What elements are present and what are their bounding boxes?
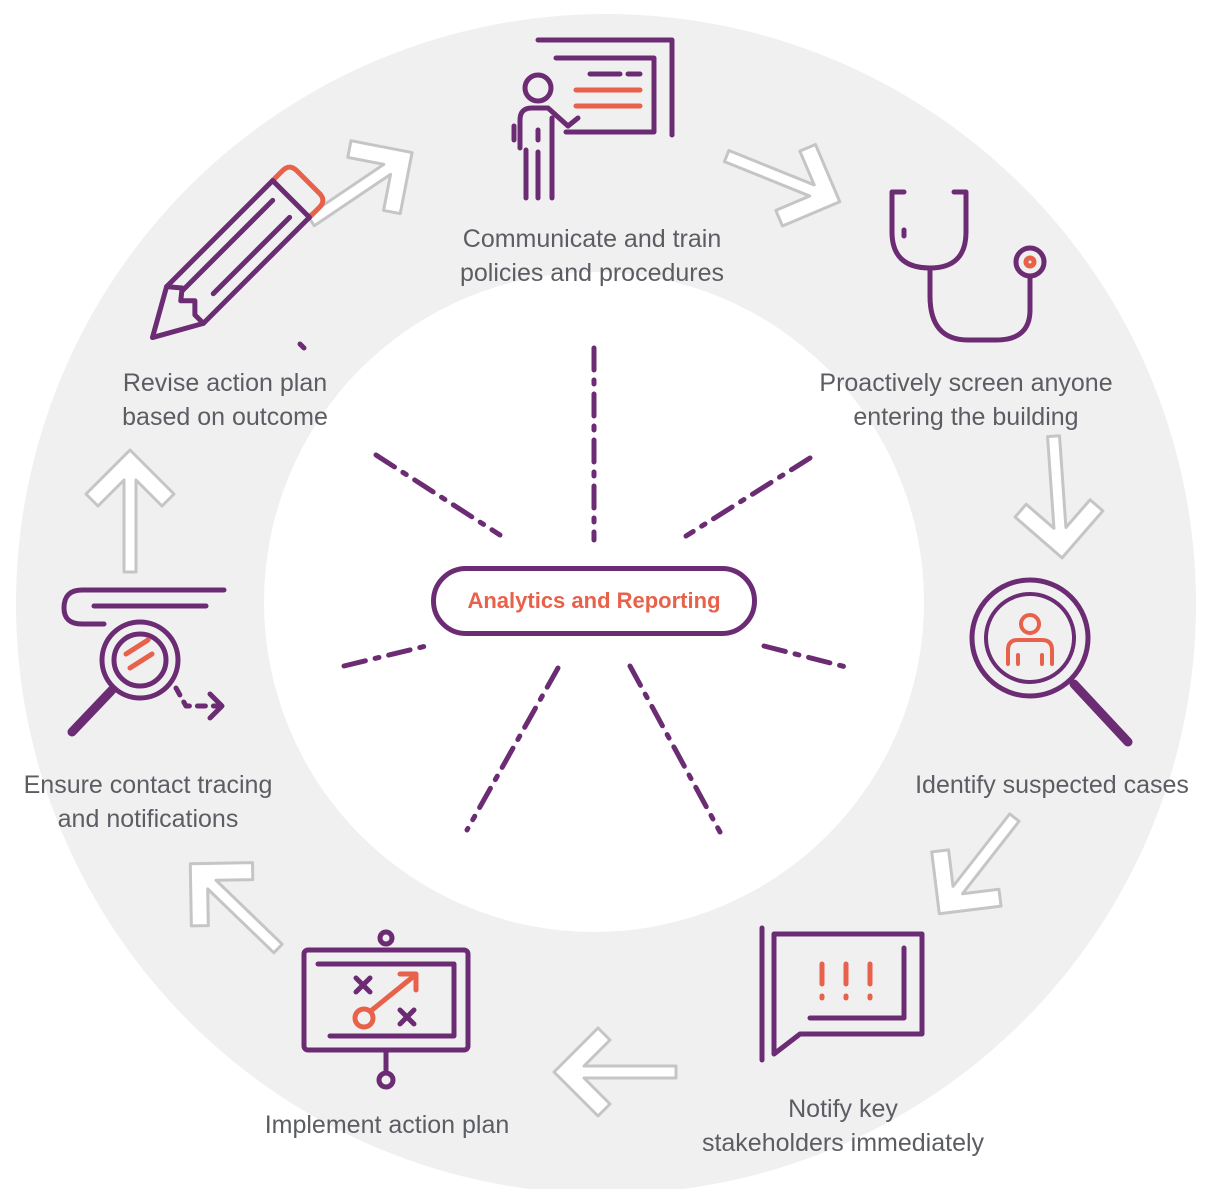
- step-label-notify: Notify key stakeholders immediately: [678, 1092, 1008, 1160]
- ray-southwest: [464, 665, 561, 833]
- step-line: Proactively screen anyone: [819, 369, 1113, 397]
- step-label-identify: Identify suspected cases: [892, 768, 1212, 802]
- step-label-revise: Revise action plan based on outcome: [100, 366, 350, 434]
- step-line: policies and procedures: [459, 259, 725, 287]
- ray-southeast: [627, 663, 723, 835]
- presenter-icon: [511, 37, 675, 201]
- magnifier-person-icon: [969, 577, 1133, 747]
- strategy-board-icon: [301, 929, 471, 1090]
- step-label-screen: Proactively screen anyone entering the b…: [796, 366, 1136, 434]
- step-label-communicate: Communicate and train policies and proce…: [432, 222, 752, 290]
- pencil-icon: [149, 164, 326, 351]
- ray-northeast: [683, 455, 813, 539]
- step-line: Identify suspected cases: [915, 771, 1189, 799]
- step-label-trace: Ensure contact tracing and notifications: [0, 768, 296, 836]
- step-line: Implement action plan: [264, 1111, 510, 1139]
- ray-northwest: [373, 452, 503, 538]
- step-line: Communicate and train: [462, 225, 722, 253]
- step-label-implement: Implement action plan: [234, 1108, 540, 1142]
- center-label: Analytics and Reporting: [467, 588, 721, 613]
- step-line: Revise action plan: [122, 369, 328, 397]
- step-line: Ensure contact tracing: [23, 771, 273, 799]
- speech-bubble-alert-icon: [759, 925, 925, 1063]
- ray-west: [341, 643, 429, 669]
- step-line: stakeholders immediately: [701, 1129, 985, 1157]
- step-line: based on outcome: [122, 403, 328, 431]
- trace-magnifier-icon: [61, 587, 227, 737]
- stethoscope-icon: [889, 189, 1047, 343]
- step-line: entering the building: [853, 403, 1079, 431]
- ray-east: [761, 643, 849, 670]
- step-line: Notify key: [788, 1095, 898, 1123]
- radial-rays: [341, 345, 849, 835]
- center-hub: Analytics and Reporting: [431, 566, 757, 636]
- step-line: and notifications: [57, 805, 239, 833]
